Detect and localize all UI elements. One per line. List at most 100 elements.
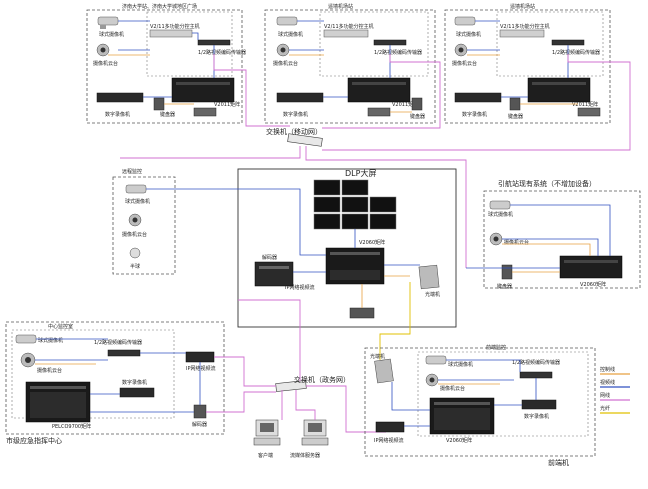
site-box-3 (444, 9, 611, 124)
media-server-label: 流媒体服务器 (290, 452, 320, 459)
dlp-fiber-label: 光端机 (425, 291, 440, 298)
dlp-decoder-label: 解码器 (262, 254, 277, 261)
city-stream-device (185, 351, 215, 363)
legend-label-1: 视频线 (600, 379, 615, 386)
site-2-pan-label: 摄像机云台 (273, 60, 298, 67)
site-1-dvr-label: 数字录像机 (105, 111, 130, 118)
remote-section: 远程监控 球式摄像机 摄像机云台 半球 (112, 168, 176, 275)
site-1-joystick (193, 107, 217, 117)
site-2-matrix-label: V2011矩阵 (392, 101, 418, 108)
right-site-pan-camera (489, 232, 503, 246)
top-site-wires (108, 20, 578, 113)
bottom-stream-device (375, 421, 405, 433)
remote-ptz-camera (125, 184, 147, 194)
city-matrix (25, 381, 91, 423)
site-2-matrix (347, 77, 411, 103)
bottom-ptz-camera (425, 355, 447, 365)
site-3-ptz-camera (454, 16, 476, 26)
site-3-pan-label: 摄像机云台 (452, 60, 477, 67)
site-3-keyboard (509, 97, 521, 111)
site-3-encoder-label: 1/2路视频编码传输器 (552, 49, 600, 56)
bottom-fiber-label: 光端机 (370, 353, 385, 360)
site-2-pan-camera (276, 43, 290, 57)
site-3-ptz-label: 球式摄像机 (456, 31, 481, 38)
site-2-encoder-label: 1/2路视频编码传输器 (374, 49, 422, 56)
bottom-dvr-label: 数字录像机 (524, 413, 549, 420)
site-1-controller-label: V2/11多功能分控主机 (150, 23, 200, 30)
remote-dome-camera (129, 247, 141, 259)
right-site-ptz-label: 球式摄像机 (488, 211, 513, 218)
site-1-keyboard-label: 键盘器 (160, 111, 175, 118)
remote-ptz-label: 球式摄像机 (125, 198, 150, 205)
bottom-pan-camera (425, 373, 439, 387)
site-1-controller (149, 29, 193, 38)
dlp-wires (222, 188, 420, 308)
site-2-controller (323, 29, 369, 38)
city-decoder-label: 解码器 (192, 421, 207, 428)
site-3-title: 遥墙机场站 (510, 3, 535, 10)
site-2-ptz-camera (276, 16, 298, 26)
city-decoder (193, 404, 207, 419)
site-3-joystick (577, 107, 601, 117)
site-1-ptz-label: 球式摄像机 (99, 31, 124, 38)
dlp-matrix-label: V2060矩阵 (359, 239, 385, 246)
site-3-pan-camera (454, 43, 468, 57)
remote-pan-camera (128, 213, 142, 227)
remote-dome-label: 半球 (130, 263, 140, 270)
site-1-matrix (171, 77, 235, 103)
right-site-keyboard (501, 264, 513, 280)
dlp-decoder (254, 261, 294, 287)
right-site: 引航站现有系统（不增加设备） 球式摄像机 摄像机云台 键盘器 V2060矩阵 (483, 179, 641, 290)
bottom-site: 前端监控 前端机 光端机 球式摄像机 摄像机云台 1/2路视频编码传输器 数字录… (364, 344, 596, 467)
site-2-joystick (367, 107, 391, 117)
right-site-title: 引航站现有系统（不增加设备） (498, 179, 596, 188)
bottom-encoder-label: 1/2路视频编码传输器 (512, 359, 560, 366)
site-box-1 (86, 9, 243, 124)
dlp-matrix (325, 247, 385, 285)
bottom-site-title: 前端监控 (486, 344, 506, 351)
dlp-stream-label: IP网络视频流 (285, 284, 315, 291)
site-2-controller-label: V2/11多功能分控主机 (324, 23, 374, 30)
city-dvr (119, 387, 155, 398)
site-3-matrix-label: V2011矩阵 (572, 101, 598, 108)
bottom-stream-label: IP网络视频流 (374, 437, 404, 444)
bottom-switch (275, 380, 307, 392)
site-2-encoder (373, 39, 407, 46)
bottom-fiber-unit (374, 358, 394, 384)
site-3-dvr-label: 数字录像机 (462, 111, 487, 118)
city-center: 中心监控室 市级应急指挥中心 球式摄像机 摄像机云台 1/2路视频编码传输器 数… (5, 321, 225, 445)
site-2-title: 遥墙机场站 (328, 3, 353, 10)
bottom-matrix-label: V2060矩阵 (446, 437, 472, 444)
legend-label-2: 网线 (600, 392, 610, 399)
city-dvr-label: 数字录像机 (122, 379, 147, 386)
site-3-matrix (527, 77, 591, 103)
site-3-controller-label: V2/11多功能分控主机 (500, 23, 550, 30)
client-label: 客户端 (258, 452, 273, 459)
site-2-keyboard (411, 97, 423, 111)
right-site-keyboard-label: 键盘器 (497, 283, 512, 290)
dlp-section: DLP大屏 V2060矩阵 解码器 IP网络视频流 光端机 (237, 168, 457, 328)
site-1-devices: 济南大学站、济南大学城地区广场 球式摄像机 摄像机云台 V2/11多功能分控主机… (93, 3, 246, 118)
top-switch (287, 133, 323, 147)
site-1-title: 济南大学站、济南大学城地区广场 (122, 3, 197, 10)
site-1-dvr (96, 92, 144, 103)
dlp-title: DLP大屏 (345, 168, 376, 178)
site-3-keyboard-label: 键盘器 (508, 113, 523, 120)
city-matrix-label: PELCO9700矩阵 (52, 423, 91, 430)
site-2-keyboard-label: 键盘器 (410, 113, 425, 120)
site-box-2 (264, 9, 436, 124)
city-encoder (107, 349, 141, 357)
legend-label-0: 控制线 (600, 366, 615, 373)
right-site-matrix (559, 255, 623, 279)
right-site-wires (466, 204, 611, 273)
top-network-lines (120, 54, 631, 268)
city-ptz-label: 球式摄像机 (38, 337, 63, 344)
site-3-controller (499, 29, 545, 38)
site-3-encoder (551, 39, 585, 46)
site-1-pan-camera (96, 43, 110, 57)
bottom-switch-label: 交换机（政务网） (294, 375, 350, 384)
media-server-pc (301, 419, 329, 446)
site-1-encoder-label: 1/2路视频编码传输器 (198, 49, 246, 56)
site-2-ptz-label: 球式摄像机 (278, 31, 303, 38)
top-switch-label: 交换机（移动网） (266, 127, 322, 136)
